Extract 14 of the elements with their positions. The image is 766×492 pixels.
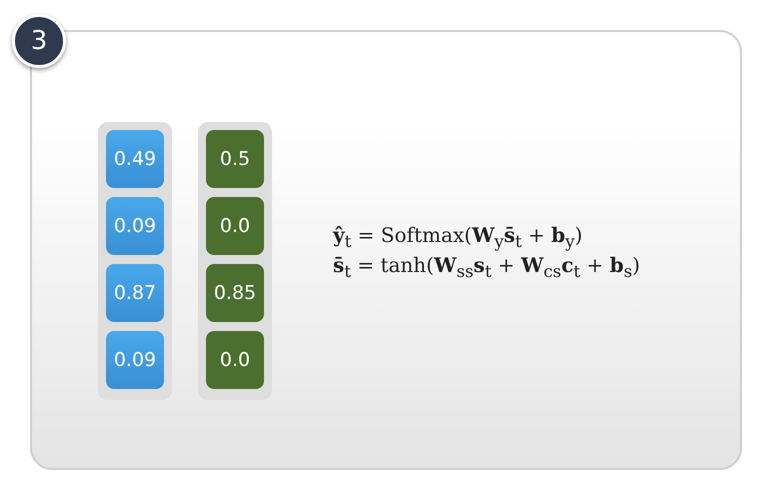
value-cell: 0.09 xyxy=(106,197,164,255)
value-cell: 0.09 xyxy=(106,331,164,389)
value-cell: 0.0 xyxy=(206,331,264,389)
value-cell: 0.85 xyxy=(206,264,264,322)
formula: ŷ$_{t}$ = Softmax(W$_{y}$s̄$_{t}$ + b$_{y}$) xyxy=(333,223,583,251)
column-background xyxy=(198,122,272,400)
formula: s̄$_{t}$ = tanh(W$_{ss}$s$_{t}$ + W$_{cs}$c$_{t}$ + b$_{s}$) xyxy=(333,253,640,281)
step-number: 3 xyxy=(12,14,66,68)
value-cell: 0.0 xyxy=(206,197,264,255)
value-cell: 0.5 xyxy=(206,130,264,188)
value-cell: 0.49 xyxy=(106,130,164,188)
value-cell: 0.87 xyxy=(106,264,164,322)
column-background xyxy=(98,122,172,400)
panel-background xyxy=(30,30,742,470)
